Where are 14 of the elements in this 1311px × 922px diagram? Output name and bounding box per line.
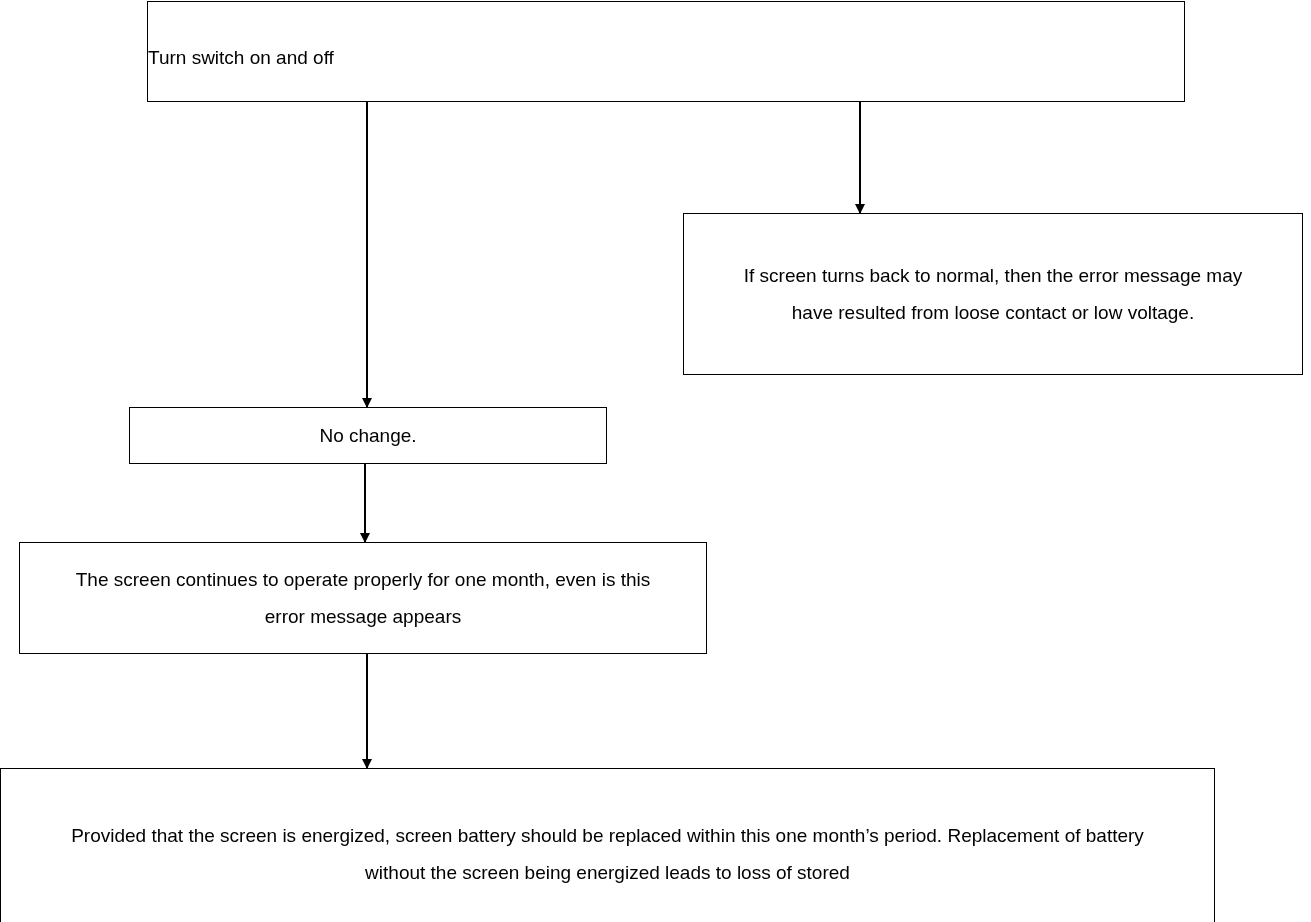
box-text: Turn switch on and off <box>148 45 334 70</box>
box-text: Provided that the screen is energized, screen battery should be replaced within this one month’s period. Replacement of battery without the screen being energized leads to loss of stored <box>70 823 1145 885</box>
box-text: If screen turns back to normal, then the error message may have resulted from loose contact or low voltage. <box>742 263 1244 325</box>
process-box <box>0 768 1215 922</box>
arrow <box>360 463 370 543</box>
box-text: No change. <box>319 423 417 448</box>
process-box <box>19 542 707 654</box>
arrow <box>855 101 865 214</box>
arrow <box>362 101 372 408</box>
arrow <box>362 653 372 769</box>
process-box <box>129 407 607 464</box>
box-text: The screen continues to operate properly for one month, even is this error message appears <box>74 567 652 629</box>
process-box <box>683 213 1303 375</box>
process-box <box>147 1 1185 102</box>
